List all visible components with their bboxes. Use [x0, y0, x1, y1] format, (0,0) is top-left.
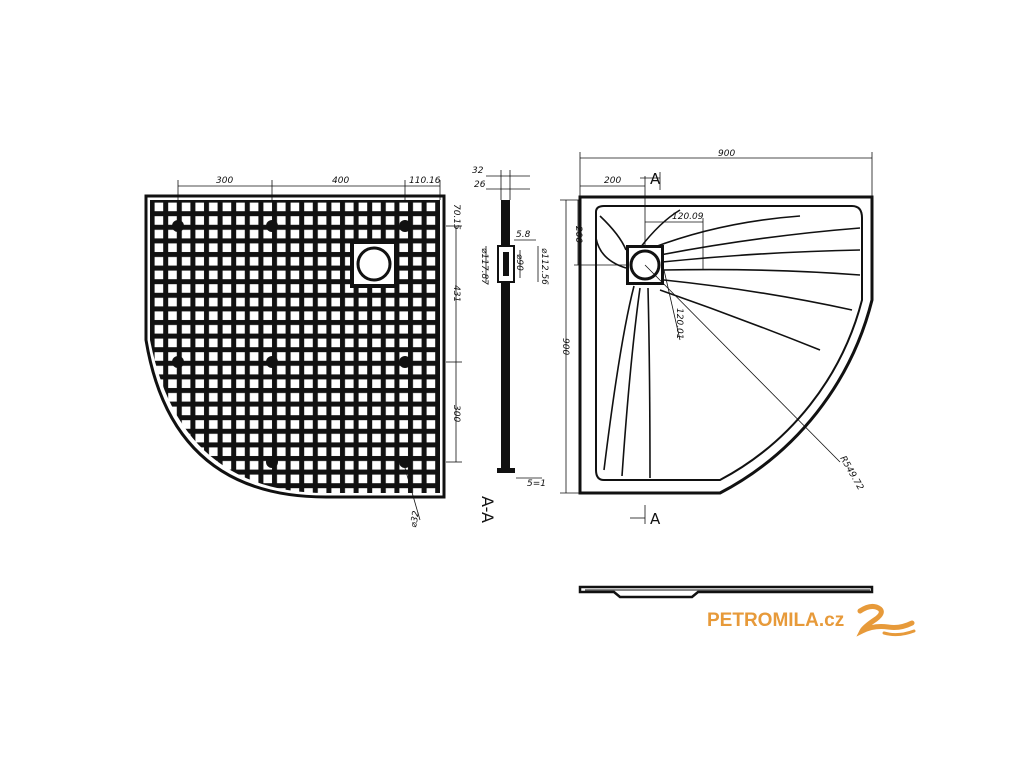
brand-logo[interactable]: PETROMILA.cz: [707, 603, 918, 639]
dim-5-8: 5.8: [516, 230, 531, 240]
dim-radius: R549.72: [837, 455, 865, 493]
support-foot: [399, 220, 411, 232]
bottom-outline: [144, 194, 446, 499]
dim-431: 431: [451, 285, 461, 302]
support-foot: [399, 356, 411, 368]
section-view: 32 26 5.8 ⌀117.87 ⌀90 ⌀112.56 5=1 A-A: [472, 166, 549, 523]
side-profile: [578, 585, 874, 599]
swirl-logo-icon: [856, 603, 916, 637]
brand-name: PETROMILA.cz: [707, 610, 845, 631]
dim-5-1: 5=1: [527, 479, 546, 489]
dim-900-width: 900: [718, 149, 735, 159]
top-view: 900 200 120.09 200 900 120.01 R549.72 A …: [560, 149, 874, 528]
section-label: A-A: [478, 496, 497, 523]
dim-foot-diameter: ⌀32: [409, 510, 422, 529]
dim-d117: ⌀117.87: [479, 248, 489, 285]
dim-400: 400: [332, 176, 349, 186]
support-foot: [266, 220, 278, 232]
dim-32: 32: [472, 166, 484, 176]
dim-120-y: 120.01: [674, 308, 684, 340]
tray-outline: [578, 195, 874, 495]
dim-110: 110.16: [409, 176, 441, 186]
support-feet: [172, 220, 411, 468]
dim-300-side: 300: [451, 405, 461, 422]
support-foot: [399, 456, 411, 468]
support-foot: [266, 456, 278, 468]
dim-26: 26: [474, 180, 486, 190]
dim-d90: ⌀90: [514, 254, 524, 271]
bottom-view: 300 400 110.16 70.15 431 300 ⌀32: [144, 176, 462, 529]
drain-hole: [356, 246, 392, 282]
support-foot: [172, 356, 184, 368]
support-foot: [266, 356, 278, 368]
dim-200-x: 200: [604, 176, 621, 186]
slope-lines: [595, 209, 861, 479]
dim-d112: ⌀112.56: [539, 248, 549, 285]
dim-120-x: 120.09: [672, 212, 704, 222]
dim-70: 70.15: [451, 204, 461, 230]
section-mark-top: A: [650, 170, 661, 188]
dim-200-y: 200: [573, 226, 583, 243]
section-mark-bottom: A: [650, 510, 661, 528]
dim-900-height: 900: [560, 338, 570, 355]
tray-basin: [595, 205, 863, 481]
dim-300-top: 300: [216, 176, 233, 186]
section-profile: [501, 200, 510, 470]
support-foot: [172, 220, 184, 232]
